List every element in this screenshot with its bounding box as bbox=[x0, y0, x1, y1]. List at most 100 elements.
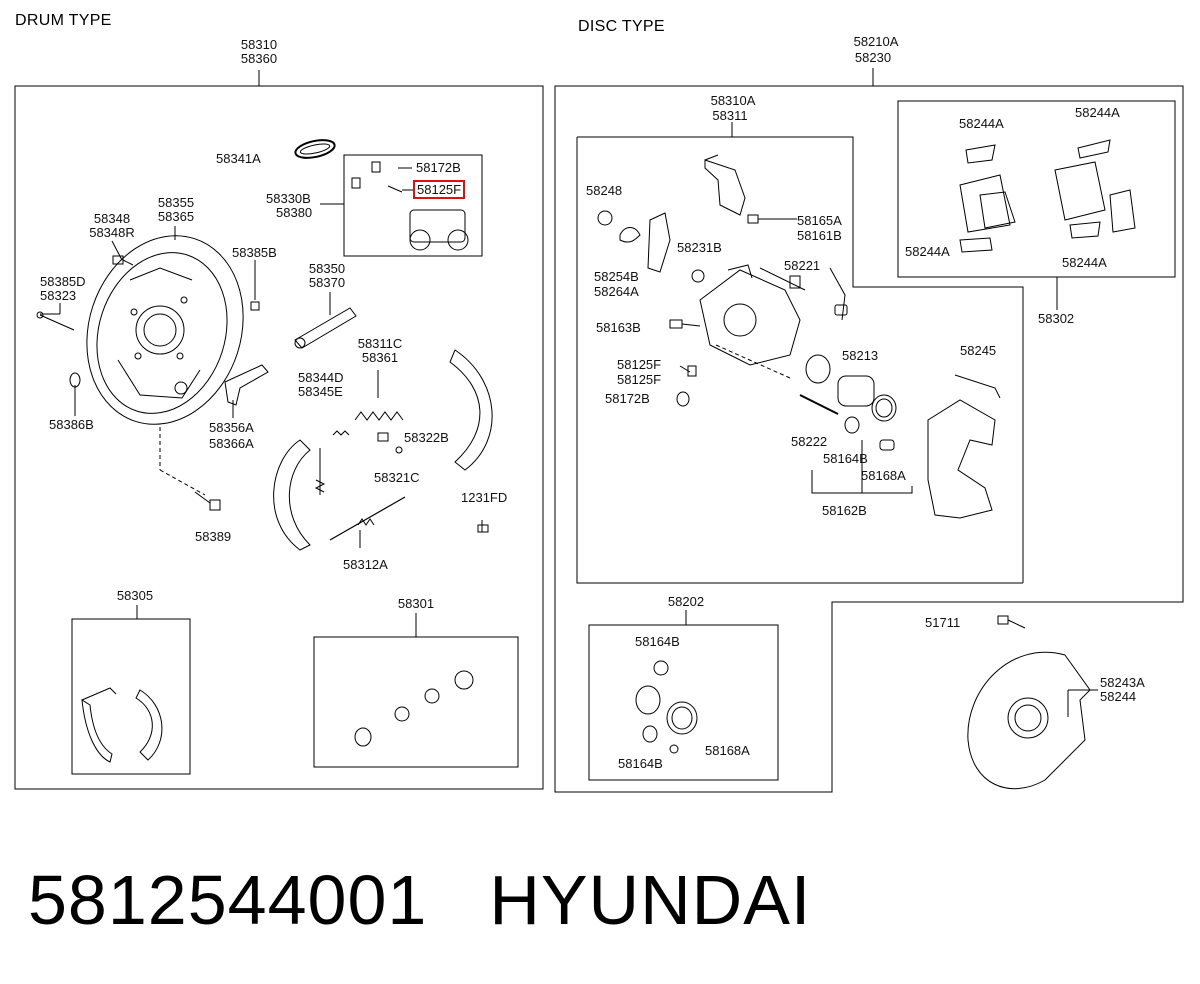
label-58165A[interactable]: 58165A bbox=[797, 213, 842, 228]
pad-right bbox=[1054, 161, 1106, 221]
label-58323[interactable]: 58323 bbox=[40, 288, 77, 303]
label-58243A[interactable]: 58243A bbox=[1100, 675, 1145, 690]
label-58322B[interactable]: 58322B bbox=[404, 430, 449, 445]
spring-58311C bbox=[354, 370, 404, 421]
label-58222[interactable]: 58222 bbox=[791, 434, 828, 449]
label-58385D[interactable]: 58385D bbox=[40, 274, 86, 289]
spring-58344D bbox=[314, 448, 326, 495]
label-58244A-3[interactable]: 58244A bbox=[905, 244, 950, 259]
part-number: 5812544001 bbox=[28, 861, 428, 939]
oring-58341A bbox=[294, 139, 336, 159]
label-58365[interactable]: 58365 bbox=[157, 209, 195, 224]
label-58210A[interactable]: 58210A bbox=[853, 34, 899, 49]
label-58350[interactable]: 58350 bbox=[308, 261, 346, 276]
spring-58312A bbox=[357, 518, 375, 548]
label-58244A-1[interactable]: 58244A bbox=[959, 116, 1004, 131]
pin-58321C bbox=[395, 446, 403, 454]
brand-name: HYUNDAI bbox=[489, 861, 812, 939]
bolt-58389 bbox=[194, 491, 221, 511]
label-58348[interactable]: 58348 bbox=[93, 211, 131, 226]
label-51711[interactable]: 51711 bbox=[925, 615, 961, 630]
label-58345E[interactable]: 58345E bbox=[298, 384, 343, 399]
label-58389[interactable]: 58389 bbox=[195, 529, 232, 544]
label-58361[interactable]: 58361 bbox=[361, 350, 399, 365]
label-58164B-kit-b[interactable]: 58164B bbox=[618, 756, 663, 771]
label-58356A[interactable]: 58356A bbox=[209, 420, 254, 435]
disc-seal-kit-box bbox=[588, 624, 779, 781]
label-58244A-4[interactable]: 58244A bbox=[1062, 255, 1107, 270]
pad-spring bbox=[647, 212, 671, 273]
adjuster-drawing bbox=[294, 307, 357, 349]
label-58386B[interactable]: 58386B bbox=[49, 417, 94, 432]
label-58164B-kit-a[interactable]: 58164B bbox=[635, 634, 680, 649]
label-58163B[interactable]: 58163B bbox=[596, 320, 641, 335]
label-58385B[interactable]: 58385B bbox=[232, 245, 277, 260]
wheel-cylinder-drawing bbox=[351, 161, 469, 251]
label-58370[interactable]: 58370 bbox=[308, 275, 346, 290]
label-58230[interactable]: 58230 bbox=[854, 50, 892, 65]
label-58355[interactable]: 58355 bbox=[157, 195, 195, 210]
label-58366A[interactable]: 58366A bbox=[209, 436, 254, 451]
label-58312A[interactable]: 58312A bbox=[343, 557, 388, 572]
backing-plate-drawing bbox=[86, 235, 244, 425]
label-58202[interactable]: 58202 bbox=[667, 594, 705, 609]
drum-type-title: DRUM TYPE bbox=[15, 12, 112, 29]
label-58341A[interactable]: 58341A bbox=[216, 151, 261, 166]
label-58348R[interactable]: 58348R bbox=[89, 225, 135, 240]
caliper-support bbox=[927, 399, 996, 519]
disc-main-frame bbox=[554, 85, 1184, 793]
shoe-left bbox=[273, 439, 311, 551]
label-58221[interactable]: 58221 bbox=[784, 258, 821, 273]
pin-58385D bbox=[36, 311, 75, 331]
dust-shield-drawing bbox=[967, 651, 1098, 790]
label-58168A[interactable]: 58168A bbox=[861, 468, 906, 483]
label-58248[interactable]: 58248 bbox=[586, 183, 623, 198]
lever-drawing bbox=[224, 364, 269, 406]
bolt-1231FD bbox=[477, 524, 489, 533]
label-58302[interactable]: 58302 bbox=[1038, 311, 1075, 326]
label-58264A[interactable]: 58264A bbox=[594, 284, 639, 299]
caliper-body bbox=[699, 269, 801, 366]
clip-58386B bbox=[69, 372, 81, 388]
shoe-right bbox=[449, 349, 493, 471]
footer-caption: 5812544001 HYUNDAI bbox=[28, 860, 811, 940]
pad-left bbox=[959, 174, 1011, 233]
label-58310A[interactable]: 58310A bbox=[710, 93, 756, 108]
label-58244A-2[interactable]: 58244A bbox=[1075, 105, 1120, 120]
bolt-58348 bbox=[112, 255, 134, 266]
cylinder-kit-box bbox=[313, 636, 519, 768]
label-58213[interactable]: 58213 bbox=[842, 348, 879, 363]
label-58164B[interactable]: 58164B bbox=[823, 451, 868, 466]
label-58161B[interactable]: 58161B bbox=[797, 228, 842, 243]
drum-main-frame bbox=[14, 85, 544, 790]
label-58301[interactable]: 58301 bbox=[397, 596, 435, 611]
caliper-frame bbox=[576, 136, 1024, 584]
label-58172B-disc[interactable]: 58172B bbox=[605, 391, 650, 406]
label-58168A-kit[interactable]: 58168A bbox=[705, 743, 750, 758]
label-58125F-b[interactable]: 58125F bbox=[617, 372, 662, 387]
label-58231B[interactable]: 58231B bbox=[677, 240, 722, 255]
label-58330B[interactable]: 58330B bbox=[266, 191, 311, 206]
label-58172B[interactable]: 58172B bbox=[416, 160, 461, 175]
label-58344D[interactable]: 58344D bbox=[298, 370, 344, 385]
label-58311[interactable]: 58311 bbox=[712, 108, 748, 123]
bolt-58385B bbox=[250, 301, 260, 311]
label-58244[interactable]: 58244 bbox=[1100, 689, 1137, 704]
label-58254B[interactable]: 58254B bbox=[594, 269, 639, 284]
label-58360[interactable]: 58360 bbox=[240, 51, 278, 66]
shoe-kit-box bbox=[71, 618, 191, 775]
pad-box bbox=[897, 100, 1176, 278]
label-58125F-highlighted[interactable]: 58125F bbox=[413, 180, 466, 199]
label-58380[interactable]: 58380 bbox=[276, 205, 313, 220]
wheel-cylinder-box bbox=[343, 154, 483, 257]
label-58125F-a[interactable]: 58125F bbox=[617, 357, 662, 372]
label-58321C[interactable]: 58321C bbox=[374, 470, 420, 485]
caliper-bracket-top bbox=[704, 159, 746, 216]
label-58245[interactable]: 58245 bbox=[960, 343, 997, 358]
label-1231FD[interactable]: 1231FD bbox=[461, 490, 508, 505]
label-58310[interactable]: 58310 bbox=[240, 37, 278, 52]
label-58311C[interactable]: 58311C bbox=[357, 336, 403, 351]
label-58305[interactable]: 58305 bbox=[116, 588, 154, 603]
label-58162B[interactable]: 58162B bbox=[822, 503, 867, 518]
